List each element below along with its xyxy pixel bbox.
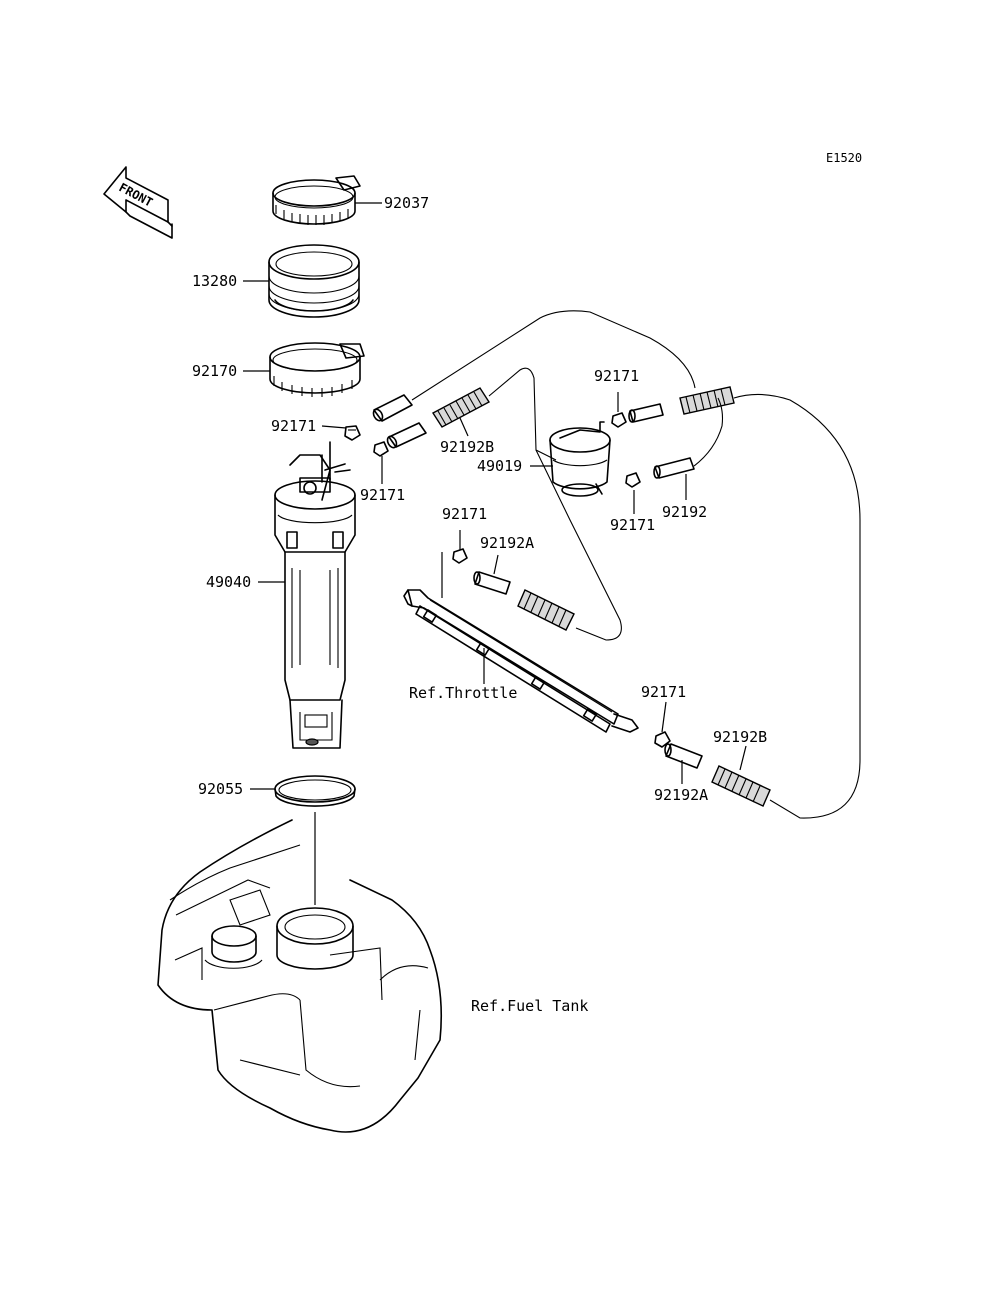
clip-filter-top-part [611,412,627,428]
clamp-92037-part [272,175,361,225]
fuel-pump-49040-part [274,441,356,749]
label-92192: 92192 [662,503,707,521]
fuel-tank-part [157,819,443,1133]
fuel-line-routing [411,310,861,819]
hose-92192b-upper-part [432,387,490,428]
fuel-filter-49019-part [549,421,611,497]
clip-filter-bottom-part [625,472,641,488]
label-92171-mid: 92171 [442,505,487,523]
clip-left-lower-part [373,441,389,457]
label-92192a-lower: 92192A [654,786,708,804]
label-92192a-mid: 92192A [480,534,534,552]
label-92192b-lower: 92192B [713,728,767,746]
tube-92192-part [653,457,695,479]
label-13280: 13280 [192,272,237,290]
clip-left-upper-part [344,425,361,441]
o-ring-92055-part [274,775,356,807]
hose-92192b-lower-part [711,765,771,807]
front-arrow-icon: FRONT [103,166,173,239]
coupler-13280-part [268,244,360,318]
label-49040: 49040 [206,573,251,591]
hose-filter-outlet-part [679,386,735,415]
tube-lower-short-part [386,422,427,449]
label-ref-throttle: Ref.Throttle [409,684,517,702]
label-92170: 92170 [192,362,237,380]
diagram-code: E1520 [826,151,862,165]
label-92171-filter-bottom: 92171 [610,516,655,534]
label-92055: 92055 [198,780,243,798]
label-92171-left-lower: 92171 [360,486,405,504]
tube-upper-short-part [372,394,413,422]
tube-92192a-mid-part [473,571,511,595]
clamp-92170-part [269,342,365,397]
tube-92192a-lower-part [664,743,703,769]
label-92171-filter-top: 92171 [594,367,639,385]
label-92192b-upper: 92192B [440,438,494,456]
fuel-rail-part [403,589,639,733]
clip-rail-part [654,731,671,748]
label-92171-left: 92171 [271,417,316,435]
label-49019: 49019 [477,457,522,475]
clip-mid-part [452,548,468,564]
label-ref-fuel-tank: Ref.Fuel Tank [471,997,588,1015]
tube-filter-top-part [628,403,664,423]
hose-mid-spring-part [517,589,575,631]
label-92171-rail: 92171 [641,683,686,701]
label-92037: 92037 [384,194,429,212]
